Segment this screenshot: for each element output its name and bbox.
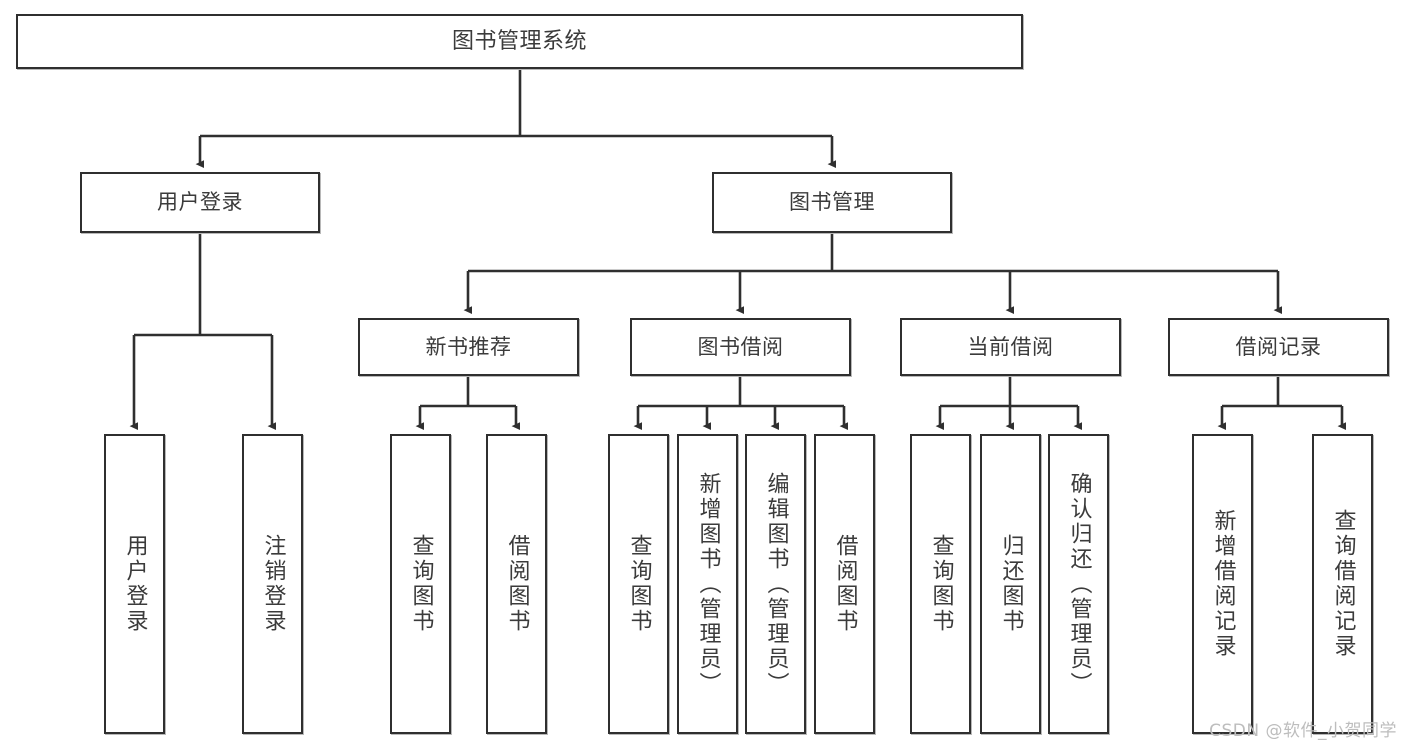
node-label: 借阅图书 (832, 534, 858, 634)
node-label: 新增借阅记录 (1210, 509, 1236, 659)
node-book-management[interactable]: 图书管理 (712, 172, 952, 233)
node-new-book-recommend[interactable]: 新书推荐 (358, 318, 579, 376)
node-user-login[interactable]: 用户登录 (80, 172, 320, 233)
node-label: 新增图书（管理员） (695, 471, 721, 697)
node-book-borrow[interactable]: 图书借阅 (630, 318, 851, 376)
node-label: 确认归还（管理员） (1066, 471, 1092, 697)
node-label: 注销登录 (260, 534, 286, 634)
node-label: 图书管理 (789, 190, 875, 215)
node-label: 查询借阅记录 (1330, 509, 1356, 659)
node-label: 编辑图书（管理员） (763, 471, 789, 697)
leaf-add-borrow-record[interactable]: 新增借阅记录 (1192, 434, 1253, 734)
node-label: 查询图书 (928, 534, 954, 634)
leaf-add-book-admin[interactable]: 新增图书（管理员） (677, 434, 738, 734)
node-label: 查询图书 (626, 534, 652, 634)
watermark-text: CSDN @软件_小贺同学 (1209, 721, 1397, 741)
node-root-book-management-system[interactable]: 图书管理系统 (16, 14, 1023, 69)
leaf-borrow-book-recommend[interactable]: 借阅图书 (486, 434, 547, 734)
node-label: 查询图书 (408, 534, 434, 634)
leaf-edit-book-admin[interactable]: 编辑图书（管理员） (745, 434, 806, 734)
leaf-query-book-recommend[interactable]: 查询图书 (390, 434, 451, 734)
leaf-confirm-return-admin[interactable]: 确认归还（管理员） (1048, 434, 1109, 734)
node-label: 借阅记录 (1235, 334, 1322, 359)
leaf-borrow-book[interactable]: 借阅图书 (814, 434, 875, 734)
leaf-logout[interactable]: 注销登录 (242, 434, 303, 734)
leaf-user-login[interactable]: 用户登录 (104, 434, 165, 734)
leaf-query-book-borrow[interactable]: 查询图书 (608, 434, 669, 734)
node-label: 归还图书 (998, 534, 1024, 634)
node-label: 图书管理系统 (451, 28, 587, 54)
node-label: 借阅图书 (504, 534, 530, 634)
node-label: 用户登录 (122, 534, 148, 634)
leaf-query-book-current[interactable]: 查询图书 (910, 434, 971, 734)
node-label: 图书借阅 (697, 334, 784, 359)
leaf-return-book[interactable]: 归还图书 (980, 434, 1041, 734)
node-label: 新书推荐 (425, 334, 512, 359)
node-current-borrow[interactable]: 当前借阅 (900, 318, 1121, 376)
node-borrow-record[interactable]: 借阅记录 (1168, 318, 1389, 376)
node-label: 用户登录 (157, 190, 243, 215)
node-label: 当前借阅 (967, 334, 1054, 359)
leaf-query-borrow-record[interactable]: 查询借阅记录 (1312, 434, 1373, 734)
